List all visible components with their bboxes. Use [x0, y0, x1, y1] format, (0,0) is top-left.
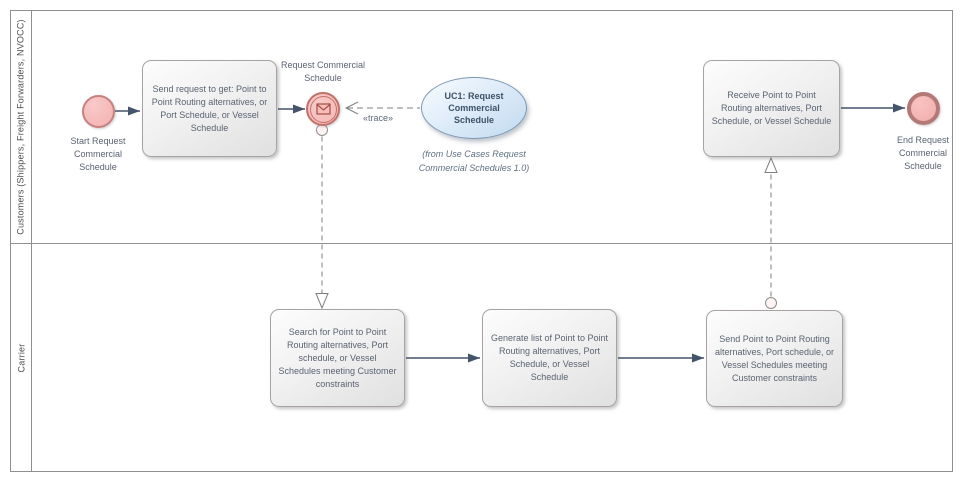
lane-carrier-label: Carrier — [16, 343, 26, 372]
task-receive[interactable]: Receive Point to Point Routing alternati… — [703, 60, 840, 157]
task-receive-label: Receive Point to Point Routing alternati… — [711, 90, 832, 126]
task-send-request-label: Send request to get: Point to Point Rout… — [151, 83, 268, 133]
start-event-label: Start Request Commercial Schedule — [70, 136, 126, 172]
task-send-results-label: Send Point to Point Routing alternatives… — [714, 333, 835, 383]
lane-divider — [11, 243, 952, 244]
end-event-label: End Request Commercial Schedule — [896, 135, 950, 171]
lane-customers-label: Customers (Shippers, Freight Forwarders,… — [16, 19, 27, 235]
use-case-source-note: (from Use Cases Request Commercial Sched… — [418, 149, 530, 173]
task-search[interactable]: Search for Point to Point Routing altern… — [270, 309, 405, 407]
use-case-ellipse[interactable]: UC1: Request Commercial Schedule — [421, 77, 527, 139]
task-generate-label: Generate list of Point to Point Routing … — [490, 333, 609, 382]
task-search-label: Search for Point to Point Routing altern… — [278, 326, 397, 389]
lane-label-column — [11, 11, 32, 471]
trace-stereotype-label: «trace» — [362, 113, 394, 123]
use-case-title: UC1: Request Commercial Schedule — [444, 91, 504, 125]
message-event-label: Request Commercial Schedule — [280, 60, 366, 83]
lane-customers: Customers (Shippers, Freight Forwarders,… — [11, 11, 31, 243]
end-event[interactable] — [907, 92, 940, 125]
lane-carrier: Carrier — [11, 243, 31, 472]
task-generate[interactable]: Generate list of Point to Point Routing … — [482, 309, 617, 407]
task-send-results[interactable]: Send Point to Point Routing alternatives… — [706, 310, 843, 407]
task-send-request[interactable]: Send request to get: Point to Point Rout… — [142, 60, 277, 157]
start-event[interactable] — [82, 95, 115, 128]
message-intermediate-event[interactable] — [306, 92, 340, 126]
event-inner-ring — [309, 95, 337, 123]
